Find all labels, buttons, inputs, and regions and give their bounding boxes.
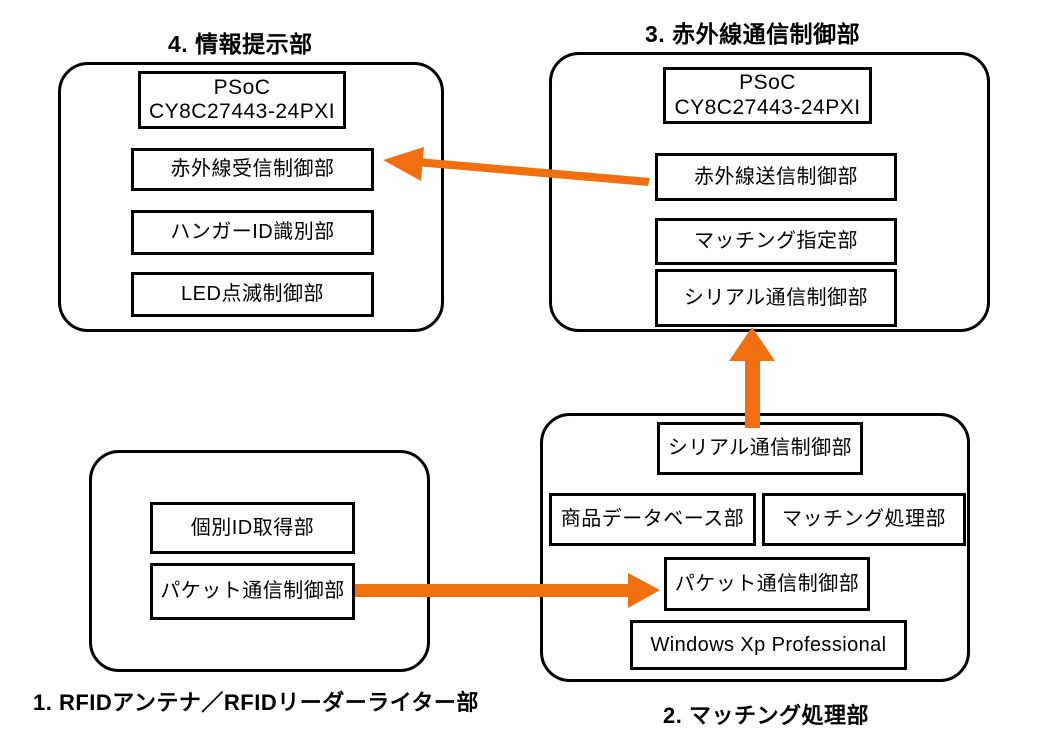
module-ir-receive: 赤外線受信制御部 xyxy=(131,148,374,191)
module-psoc-4: PSoC CY8C27443-24PXI xyxy=(138,71,346,129)
module-matching-assign: マッチング指定部 xyxy=(655,218,897,265)
module-serial-comm-2: シリアル通信制御部 xyxy=(657,422,863,475)
module-operating-system: Windows Xp Professional xyxy=(630,620,907,670)
module-hanger-id: ハンガーID識別部 xyxy=(131,210,374,255)
module-packet-comm-1: パケット通信制御部 xyxy=(150,563,355,620)
module-serial-comm-3: シリアル通信制御部 xyxy=(655,269,897,327)
module-led-blink: LED点滅制御部 xyxy=(131,272,374,317)
group-title-infrared-communication-control: 3. 赤外線通信制御部 xyxy=(645,21,861,47)
module-individual-id: 個別ID取得部 xyxy=(150,502,355,554)
module-ir-transmit: 赤外線送信制御部 xyxy=(655,153,897,201)
module-psoc-3: PSoC CY8C27443-24PXI xyxy=(663,67,872,124)
group-title-matching-processing: 2. マッチング処理部 xyxy=(663,703,869,728)
module-matching-process: マッチング処理部 xyxy=(762,493,966,546)
group-title-rfid-antenna-reader-writer: 1. RFIDアンテナ／RFIDリーダーライター部 xyxy=(33,690,479,715)
group-box-rfid-antenna-reader-writer xyxy=(89,450,430,672)
module-product-database: 商品データベース部 xyxy=(549,493,756,546)
module-packet-comm-2: パケット通信制御部 xyxy=(664,557,870,611)
group-box-information-presentation xyxy=(58,62,444,332)
group-title-information-presentation: 4. 情報提示部 xyxy=(168,31,313,57)
